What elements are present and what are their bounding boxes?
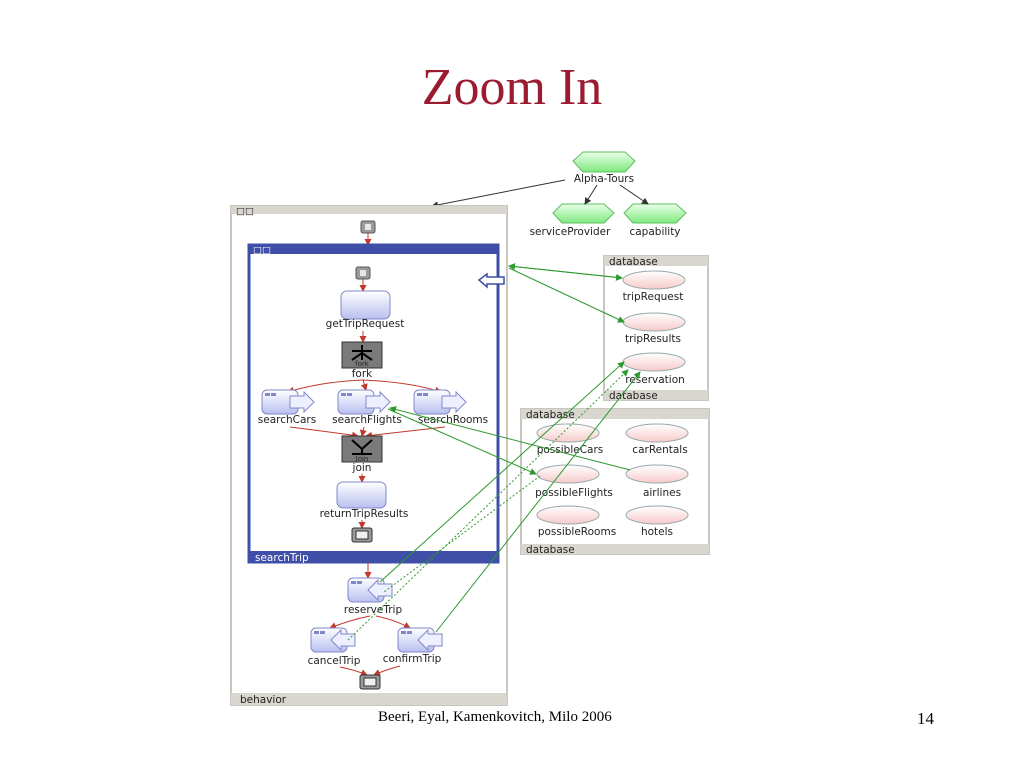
edge-alpha-service [584,184,598,205]
airlines-label: airlines [643,487,681,499]
reservation-item[interactable] [622,352,686,372]
edge-rooms-join [365,426,446,439]
data-edge-confirm-reservation [435,371,641,633]
possible-rooms-label: possibleRooms [538,526,616,538]
confirm-trip-label: confirmTrip [383,653,442,665]
database-top-footer: database [609,390,658,402]
database-bottom-header-bar [521,409,709,419]
search-rooms-activity[interactable] [413,389,467,415]
reserve-trip-activity[interactable] [347,577,393,603]
possible-rooms-item[interactable] [536,505,600,525]
join-label: join [352,462,372,474]
search-flights-activity[interactable] [337,389,391,415]
get-trip-request-activity[interactable] [340,290,391,320]
trip-request-label: tripRequest [623,291,684,303]
possible-flights-item[interactable] [536,464,600,484]
fork-icon-text: fork [355,360,370,368]
return-trip-results-label: returnTripResults [320,508,409,520]
reserve-trip-label: reserveTrip [344,604,403,616]
fork-node[interactable] [341,341,383,369]
inner-end-node-inner [355,530,369,540]
search-trip-footer-bar [249,551,498,562]
slide-title: Zoom In [421,59,603,116]
edge-reserve-confirm [375,615,411,629]
alpha-tours-label: Alpha-Tours [574,173,634,185]
alpha-tours-hexagon[interactable] [572,151,636,173]
cancel-trip-activity[interactable] [310,627,356,653]
edge-alpha-behavior [431,179,566,209]
search-flights-label: searchFlights [332,414,402,426]
start-node-inner [365,224,371,230]
data-edge-cancel-reservation [347,369,629,641]
get-trip-request-label: getTripRequest [326,318,405,330]
hierarchy: Alpha-Tours serviceProvider capability [431,151,687,238]
cancel-trip-label: cancelTrip [308,655,361,667]
behavior-header-bar [231,206,507,214]
data-port-icon[interactable] [477,272,505,289]
fork-label: fork [352,368,373,380]
edge-reserve-cancel [329,615,371,630]
service-provider-hexagon[interactable] [552,203,615,224]
service-provider-label: serviceProvider [530,226,612,238]
trip-results-label: tripResults [625,333,681,345]
edge-fork-flights [360,379,368,391]
database-bottom-footer: database [526,544,575,556]
footer-citation: Beeri, Eyal, Kamenkovitch, Milo 2006 [378,709,612,725]
hotels-item[interactable] [625,505,689,525]
behavior-header-icon: □□ [236,206,254,217]
car-rentals-label: carRentals [632,444,687,456]
search-cars-label: searchCars [258,414,316,426]
inner-start-node-inner [360,270,366,276]
confirm-trip-activity[interactable] [397,627,443,653]
hotels-label: hotels [641,526,673,538]
trip-results-item[interactable] [622,312,686,332]
possible-cars-label: possibleCars [537,444,604,456]
capability-hexagon[interactable] [623,203,687,224]
end-node-inner [363,677,377,687]
search-trip-label: searchTrip [255,552,309,564]
capability-label: capability [629,226,680,238]
search-trip-header-bar [249,245,498,254]
data-edge-triprequest-port [508,263,623,279]
search-rooms-label: searchRooms [418,414,488,426]
page-number: 14 [917,709,934,728]
possible-cars-item[interactable] [536,423,600,443]
edge-cancel-end [339,666,368,676]
join-icon-text: Join [355,455,369,463]
search-trip-header-icon: □□ [253,245,271,256]
airlines-item[interactable] [625,464,689,484]
data-edge-port-tripresults [508,267,625,323]
data-edge-possibleflights-reserve [383,475,541,593]
database-top-header-bar [604,256,708,266]
trip-request-item[interactable] [622,270,686,290]
edge-confirm-end [373,665,401,676]
edge-flights-join [359,426,367,437]
edge-cars-join [289,426,359,439]
database-top-header: database [609,256,658,268]
edge-alpha-capability [619,184,649,205]
database-bottom-footer-bar [521,544,709,554]
search-cars-activity[interactable] [261,389,315,415]
data-edge-reserve-reservation [379,361,625,583]
car-rentals-item[interactable] [625,423,689,443]
return-trip-results-activity[interactable] [336,481,387,509]
behavior-label: behavior [240,694,287,706]
behavior-footer-bar [231,693,507,705]
possible-flights-label: possibleFlights [535,487,613,499]
join-node[interactable] [341,435,383,463]
database-top-footer-bar [604,390,708,400]
data-flow-edges [347,263,641,641]
database-bottom-header: database [526,409,575,421]
data-edge-airlines-flights [389,406,631,471]
